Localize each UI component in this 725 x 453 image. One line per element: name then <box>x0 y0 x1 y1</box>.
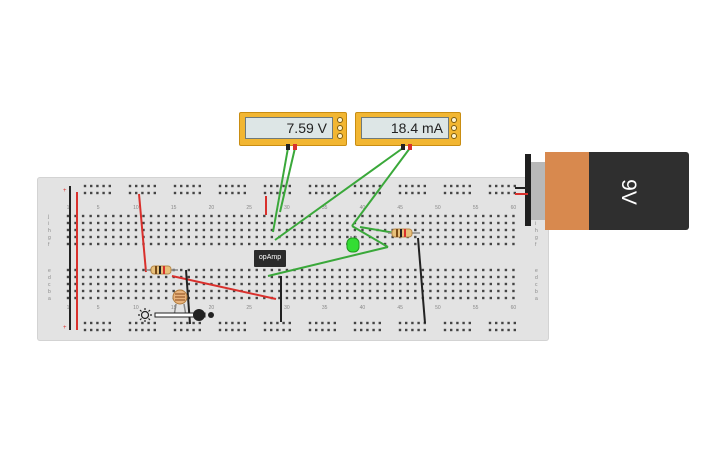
row-letter: c <box>48 282 51 288</box>
wire-green-3 <box>351 225 389 248</box>
battery-cap <box>527 162 545 220</box>
row-letter: f <box>535 242 537 248</box>
column-number: 25 <box>246 205 252 211</box>
voltmeter-mode-v[interactable] <box>337 125 343 131</box>
ammeter-probe-black <box>401 144 405 150</box>
voltmeter-mode-a[interactable] <box>337 117 343 123</box>
row-letter: a <box>48 296 51 302</box>
row-letter: g <box>48 235 51 241</box>
ammeter-display: 18.4 mA <box>361 117 449 139</box>
row-letter: b <box>48 289 51 295</box>
svg-text:+: + <box>63 188 67 194</box>
row-letter: i <box>48 221 49 227</box>
wire-green-4 <box>359 226 396 234</box>
column-number: 20 <box>209 305 215 311</box>
column-number: 35 <box>322 305 328 311</box>
column-number: 15 <box>171 305 177 311</box>
wire-green-vm-2 <box>279 147 296 213</box>
column-number: 25 <box>246 305 252 311</box>
column-number: 35 <box>322 205 328 211</box>
column-number: 60 <box>511 305 517 311</box>
row-letter: j <box>47 214 49 220</box>
column-number: 10 <box>133 305 139 311</box>
ammeter-mode-a[interactable] <box>451 117 457 123</box>
wire-green-am-2 <box>351 147 411 227</box>
column-number: 15 <box>171 205 177 211</box>
column-number: 45 <box>397 305 403 311</box>
column-number: 30 <box>284 305 290 311</box>
column-number: 1 <box>67 305 70 311</box>
row-letter: e <box>535 268 538 274</box>
battery-body <box>589 152 689 230</box>
column-number: 45 <box>397 205 403 211</box>
row-letter: d <box>48 275 51 281</box>
column-number: 40 <box>360 205 366 211</box>
battery-copper-top <box>545 152 589 230</box>
voltmeter-display: 7.59 V <box>245 117 333 139</box>
row-letter: g <box>535 235 538 241</box>
voltmeter-probe-black <box>286 144 290 150</box>
breadboard[interactable] <box>37 177 549 341</box>
wire-green-am-1 <box>274 147 404 241</box>
column-number: 50 <box>435 305 441 311</box>
column-number: 30 <box>284 205 290 211</box>
wire-green-5 <box>267 246 389 277</box>
light-slider[interactable] <box>154 309 214 321</box>
column-number: 5 <box>97 205 100 211</box>
row-letter: f <box>48 242 50 248</box>
row-letter: b <box>535 289 538 295</box>
row-letter: i <box>535 221 536 227</box>
row-letter: d <box>535 275 538 281</box>
wire-red-1 <box>138 193 147 273</box>
column-number: 5 <box>97 305 100 311</box>
ammeter[interactable]: 18.4 mA <box>355 112 461 146</box>
row-letter: a <box>535 296 538 302</box>
column-number: 10 <box>133 205 139 211</box>
voltmeter-probe-red <box>293 144 297 150</box>
column-number: 60 <box>511 205 517 211</box>
column-number: 55 <box>473 205 479 211</box>
column-number: 50 <box>435 205 441 211</box>
ammeter-mode-ohm[interactable] <box>451 133 457 139</box>
row-letter: c <box>535 282 538 288</box>
battery-9v[interactable]: 9V <box>525 152 689 230</box>
wire-green-vm-1 <box>272 147 289 233</box>
voltmeter-mode-ohm[interactable] <box>337 133 343 139</box>
wire-red-2 <box>171 275 277 300</box>
sun-icon <box>138 308 152 322</box>
light-slider-handle <box>193 309 205 321</box>
row-letter: h <box>535 228 538 234</box>
ammeter-probe-red <box>408 144 412 150</box>
row-letter: h <box>48 228 51 234</box>
column-number: 40 <box>360 305 366 311</box>
column-number: 55 <box>473 305 479 311</box>
svg-text:+: + <box>63 325 67 331</box>
column-number: 20 <box>209 205 215 211</box>
battery-clip <box>525 154 531 226</box>
column-number: 1 <box>67 205 70 211</box>
voltmeter[interactable]: 7.59 V <box>239 112 347 146</box>
ammeter-mode-v[interactable] <box>451 125 457 131</box>
wire-black-3 <box>417 237 426 324</box>
led-green <box>346 237 360 253</box>
row-letter: e <box>48 268 51 274</box>
opamp-chip[interactable]: opAmp <box>254 250 286 267</box>
